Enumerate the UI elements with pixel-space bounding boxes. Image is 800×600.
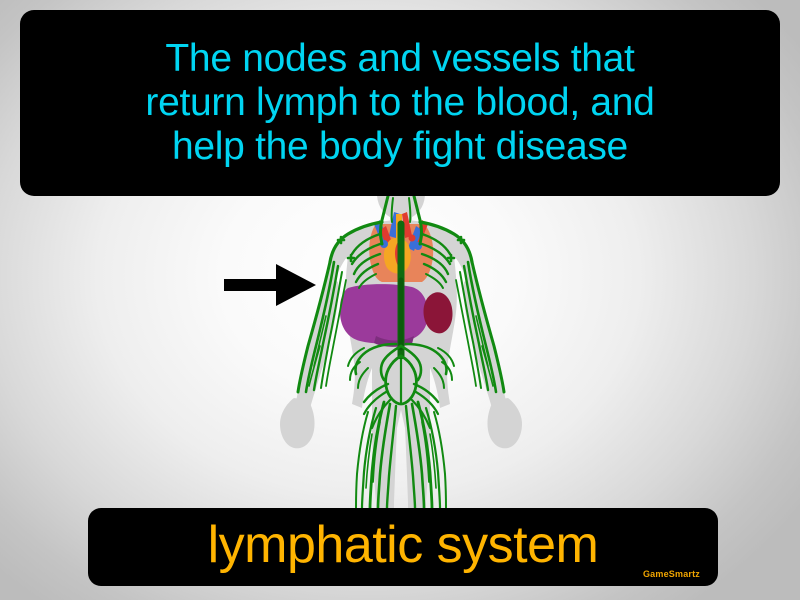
definition-box: The nodes and vessels that return lymph … [20,10,780,196]
pointer-arrow [222,262,318,308]
term-box: lymphatic system GameSmartz [88,508,718,586]
lymph-vessels [296,194,506,510]
term-label: lymphatic system [207,516,599,574]
liver [339,284,428,344]
watermark-label: GameSmartz [642,569,700,579]
spleen [423,292,453,334]
definition-text: The nodes and vessels that return lymph … [145,37,655,168]
lymphatic-system-illustration [276,168,526,510]
